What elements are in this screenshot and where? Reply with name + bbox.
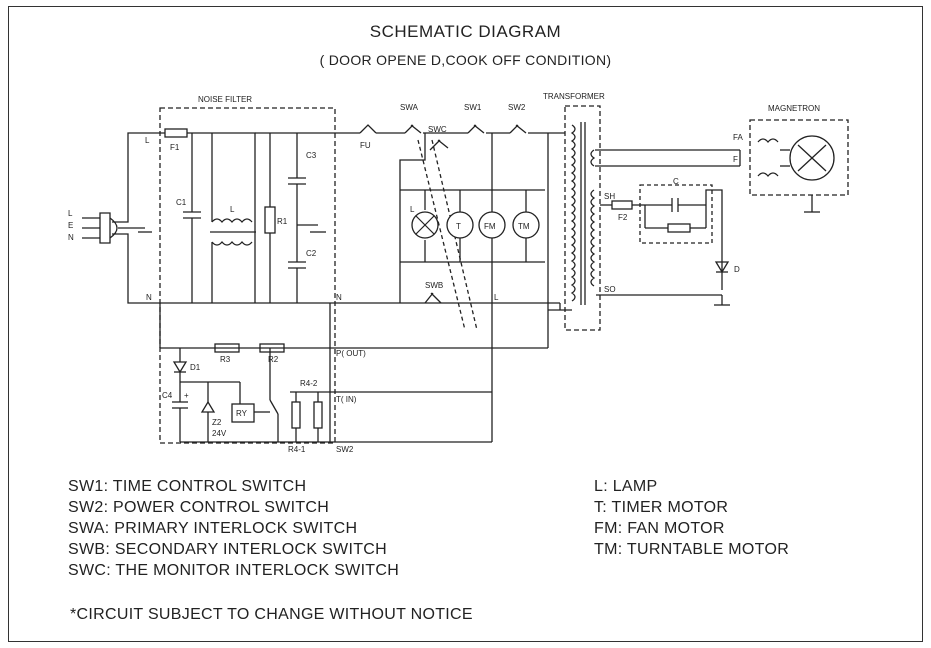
so-label: SO xyxy=(604,285,616,294)
magnetron-box xyxy=(749,119,849,196)
relay-ry xyxy=(231,403,255,423)
swc-label: SWC xyxy=(428,125,447,134)
ry-label: RY xyxy=(236,409,248,418)
fuse-f1 xyxy=(164,128,188,138)
r3-label: R3 xyxy=(220,355,231,364)
resistor-r1 xyxy=(264,206,276,234)
line-l-label: L xyxy=(68,209,73,218)
legend-item: SWB: SECONDARY INTERLOCK SWITCH xyxy=(68,541,387,558)
p-out-label: P( OUT) xyxy=(336,349,366,358)
swb-switch xyxy=(424,292,442,304)
r2-label: R2 xyxy=(268,355,279,364)
fa-label: FA xyxy=(733,133,743,142)
diagram-subtitle: ( DOOR OPENE D,COOK OFF CONDITION) xyxy=(319,52,612,68)
diode-d1 xyxy=(172,361,188,374)
c2-label: C2 xyxy=(306,249,317,258)
timer-motor-icon xyxy=(446,211,474,239)
c4-label: C4 xyxy=(162,391,173,400)
fm-label: FM xyxy=(484,222,496,231)
fuse-fu xyxy=(359,124,377,134)
c3-label: C3 xyxy=(306,151,317,160)
t-label: T xyxy=(456,222,461,231)
sw2-board-label: SW2 xyxy=(336,445,354,454)
sh-label: SH xyxy=(604,192,615,201)
magnetron-label: MAGNETRON xyxy=(768,104,820,113)
resistor-c-bleeder xyxy=(667,223,691,233)
capacitor-box xyxy=(639,184,713,244)
legend-right: L: LAMP T: TIMER MOTOR FM: FAN MOTOR TM:… xyxy=(594,476,789,560)
d1-label: D1 xyxy=(190,363,201,372)
noise-filter-box xyxy=(159,107,336,444)
transformer-label: TRANSFORMER xyxy=(543,92,605,101)
legend-item: TM: TURNTABLE MOTOR xyxy=(594,541,790,558)
swb-label: SWB xyxy=(425,281,443,290)
transformer-coil xyxy=(570,122,596,305)
z2-voltage-label: 24V xyxy=(212,429,227,438)
turntable-motor-icon xyxy=(512,211,540,239)
noise-filter-label: NOISE FILTER xyxy=(198,95,252,104)
choke-l-label: L xyxy=(230,205,235,214)
r1-label: R1 xyxy=(277,217,288,226)
swb-l-label: L xyxy=(494,293,499,302)
resistor-r4-2 xyxy=(313,401,323,429)
f2-label: F2 xyxy=(618,213,628,222)
resistor-r3 xyxy=(214,343,240,353)
f-label: F xyxy=(733,155,738,164)
resistor-r2 xyxy=(259,343,285,353)
sw1-label: SW1 xyxy=(464,103,482,112)
legend-item: T: TIMER MOTOR xyxy=(594,499,729,516)
diode-d xyxy=(714,261,730,274)
footnote: *CIRCUIT SUBJECT TO CHANGE WITHOUT NOTIC… xyxy=(70,606,473,623)
zener-z2 xyxy=(200,400,216,413)
legend-item: SW1: TIME CONTROL SWITCH xyxy=(68,478,307,495)
legend-item: SWC: THE MONITOR INTERLOCK SWITCH xyxy=(68,562,400,579)
nf-l-label: L xyxy=(145,136,150,145)
nf-n-right-label: N xyxy=(336,293,342,302)
f1-label: F1 xyxy=(170,143,180,152)
fan-motor-icon xyxy=(478,211,506,239)
c-label: C xyxy=(673,177,679,186)
line-n-label: N xyxy=(68,233,74,242)
legend-item: L: LAMP xyxy=(594,478,658,495)
legend-left: SW1: TIME CONTROL SWITCH SW2: POWER CONT… xyxy=(68,476,399,581)
r4-1-label: R4-1 xyxy=(288,445,306,454)
nf-n-left-label: N xyxy=(146,293,152,302)
legend-item: SW2: POWER CONTROL SWITCH xyxy=(68,499,330,516)
plus-label: + xyxy=(184,391,189,400)
t-in-label: T( IN) xyxy=(336,395,357,404)
choke-coil xyxy=(211,218,253,224)
r4-2-label: R4-2 xyxy=(300,379,318,388)
legend-item: FM: FAN MOTOR xyxy=(594,520,725,537)
fuse-f2 xyxy=(611,200,633,210)
resistor-r4-1 xyxy=(291,401,301,429)
z2-label: Z2 xyxy=(212,418,222,427)
tm-label: TM xyxy=(518,222,530,231)
diagram-title: SCHEMATIC DIAGRAM xyxy=(369,22,562,41)
c1-label: C1 xyxy=(176,198,187,207)
fu-label: FU xyxy=(360,141,371,150)
transformer-box xyxy=(564,105,601,331)
sw2-label: SW2 xyxy=(508,103,526,112)
magnetron-tube xyxy=(789,135,835,181)
swa-label: SWA xyxy=(400,103,419,112)
power-plug-icon xyxy=(82,212,152,244)
d-label: D xyxy=(734,265,740,274)
line-e-label: E xyxy=(68,221,73,230)
lamp-label: L xyxy=(410,205,415,214)
legend-item: SWA: PRIMARY INTERLOCK SWITCH xyxy=(68,520,358,537)
